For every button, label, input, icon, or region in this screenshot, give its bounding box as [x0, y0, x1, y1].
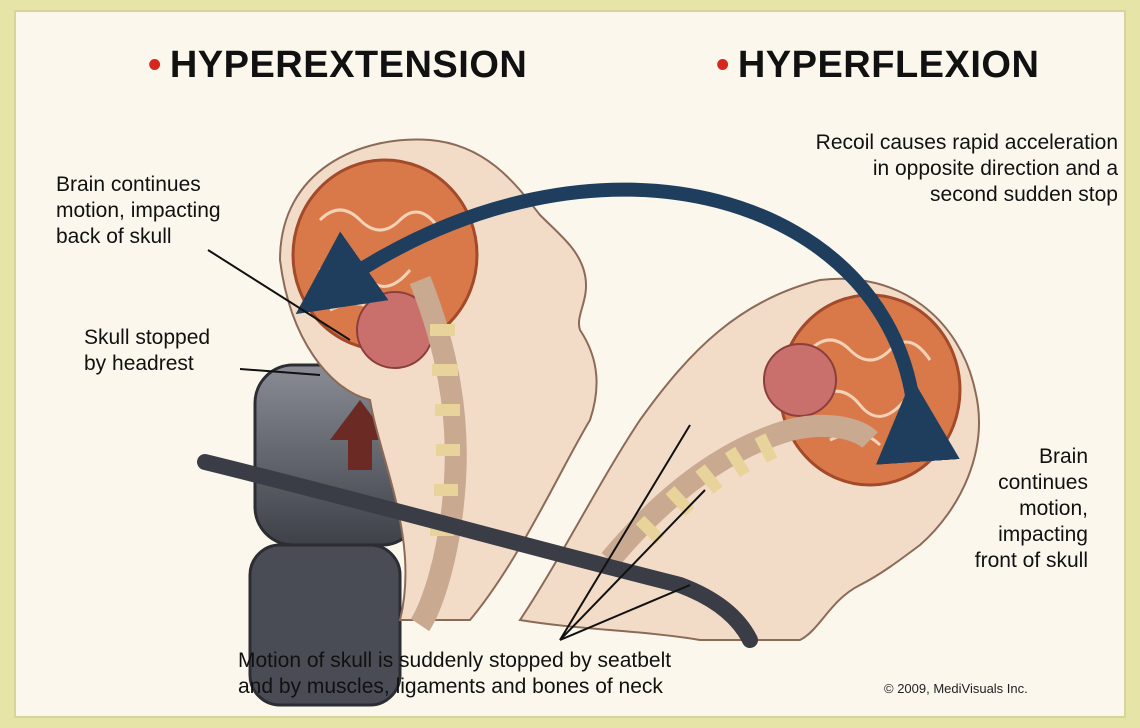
- copyright: © 2009, MediVisuals Inc.: [884, 681, 1028, 696]
- label-seatbelt: Motion of skull is suddenly stopped by s…: [238, 648, 671, 700]
- label-line: Recoil causes rapid acceleration: [816, 130, 1118, 156]
- heading-hyperextension-text: HYPEREXTENSION: [170, 44, 528, 86]
- heading-hyperflexion: •HYPERFLEXION: [716, 44, 1039, 87]
- label-recoil: Recoil causes rapid acceleration in oppo…: [816, 130, 1118, 208]
- label-line: front of skull: [975, 548, 1088, 574]
- label-line: motion, impacting: [56, 198, 221, 224]
- label-skull-headrest: Skull stopped by headrest: [84, 325, 210, 377]
- label-line: and by muscles, ligaments and bones of n…: [238, 674, 671, 700]
- label-line: impacting: [975, 522, 1088, 548]
- heading-hyperextension: •HYPEREXTENSION: [148, 44, 527, 87]
- heading-hyperflexion-text: HYPERFLEXION: [738, 44, 1040, 86]
- label-line: in opposite direction and a: [816, 156, 1118, 182]
- label-line: Brain: [975, 444, 1088, 470]
- label-line: by headrest: [84, 351, 210, 377]
- label-line: motion,: [975, 496, 1088, 522]
- label-line: Motion of skull is suddenly stopped by s…: [238, 648, 671, 674]
- label-line: continues: [975, 470, 1088, 496]
- label-line: Skull stopped: [84, 325, 210, 351]
- head-hyperflexion: [520, 279, 979, 640]
- label-brain-back: Brain continues motion, impacting back o…: [56, 172, 221, 250]
- bullet-dot: •: [716, 44, 730, 86]
- bullet-dot: •: [148, 44, 162, 86]
- label-line: second sudden stop: [816, 182, 1118, 208]
- label-line: back of skull: [56, 224, 221, 250]
- label-line: Brain continues: [56, 172, 221, 198]
- label-brain-front: Brain continues motion, impacting front …: [975, 444, 1088, 574]
